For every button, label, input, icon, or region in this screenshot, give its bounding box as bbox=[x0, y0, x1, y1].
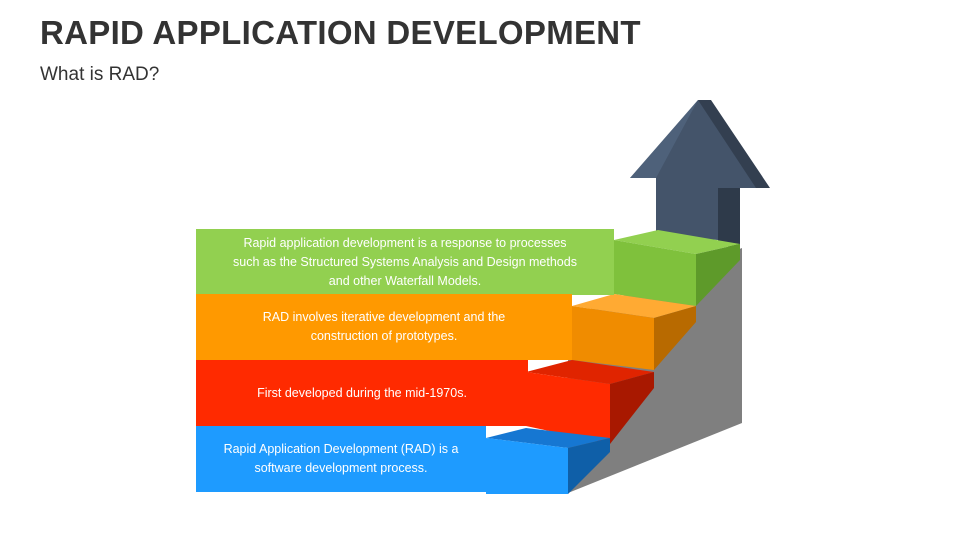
step-green-front bbox=[614, 240, 696, 306]
arrow-shaft-side bbox=[718, 188, 740, 248]
arrow-head bbox=[630, 100, 756, 240]
step-green-side bbox=[696, 244, 740, 306]
step-band-orange: RAD involves iterative development and t… bbox=[196, 294, 572, 360]
step-band-blue: Rapid Application Development (RAD) is a… bbox=[196, 426, 486, 492]
step-blue-top bbox=[486, 428, 610, 448]
step-text-blue: Rapid Application Development (RAD) is a… bbox=[223, 442, 459, 475]
step-red-top bbox=[526, 360, 654, 384]
step-text-green: Rapid application development is a respo… bbox=[233, 235, 577, 288]
arrow-head-highlight bbox=[630, 100, 698, 178]
step-red-front bbox=[526, 372, 610, 444]
page-title: RAPID APPLICATION DEVELOPMENT bbox=[40, 14, 641, 51]
step-band-red: First developed during the mid-1970s. bbox=[196, 360, 528, 426]
step-green-top bbox=[614, 230, 740, 254]
step-text-orange: RAD involves iterative development and t… bbox=[262, 310, 506, 343]
step-red-side bbox=[610, 372, 654, 444]
step-orange-top bbox=[572, 294, 696, 318]
step-band-green: Rapid application development is a respo… bbox=[196, 229, 614, 295]
step-orange-side bbox=[654, 306, 696, 370]
step-text-red: First developed during the mid-1970s. bbox=[257, 385, 467, 400]
step-blue-front bbox=[486, 438, 568, 494]
step-blue-side bbox=[568, 438, 610, 494]
page-subtitle: What is RAD? bbox=[40, 64, 160, 85]
step-orange-front bbox=[572, 306, 654, 370]
